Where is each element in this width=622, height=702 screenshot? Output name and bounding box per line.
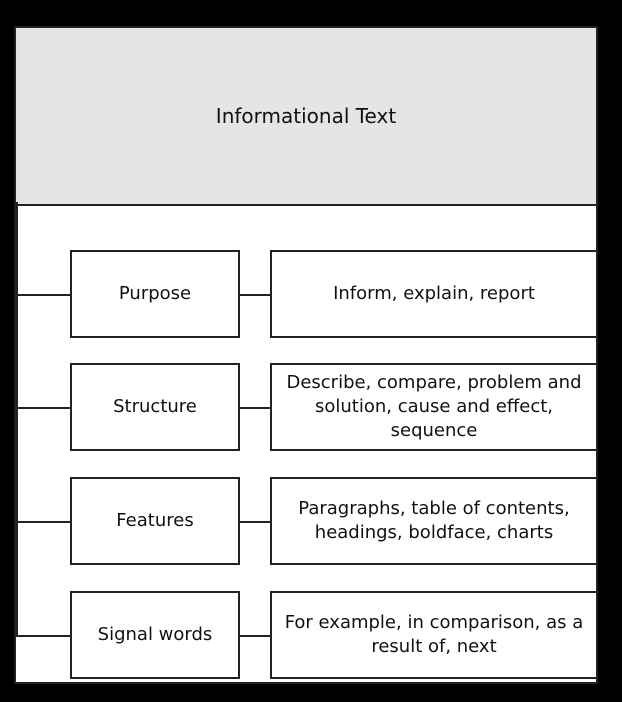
signal-words-description-box: For example, in comparison, as a result … xyxy=(270,591,598,679)
purpose-description-box: Inform, explain, report xyxy=(270,250,598,338)
structure-label-box: Structure xyxy=(70,363,240,451)
purpose-description: Inform, explain, report xyxy=(333,283,535,304)
connector-signal-words-right xyxy=(240,635,270,637)
features-label: Features xyxy=(116,510,194,531)
structure-description: Describe, compare, problem and solution,… xyxy=(286,372,582,441)
purpose-label-box: Purpose xyxy=(70,250,240,338)
connector-signal-words-left xyxy=(16,635,70,637)
connector-features-left xyxy=(16,521,70,523)
signal-words-label: Signal words xyxy=(97,624,213,645)
connector-structure-right xyxy=(240,407,270,409)
features-description: Paragraphs, table of contents, headings,… xyxy=(298,498,570,543)
diagram-frame: Informational Text xyxy=(14,26,598,684)
purpose-label: Purpose xyxy=(118,283,192,304)
connector-features-right xyxy=(240,521,270,523)
connector-purpose-right xyxy=(240,294,270,296)
connector-structure-left xyxy=(16,407,70,409)
signal-words-description: For example, in comparison, as a result … xyxy=(284,612,584,657)
trunk-line xyxy=(16,202,18,636)
connector-purpose-left xyxy=(16,294,70,296)
structure-label: Structure xyxy=(113,396,197,417)
signal-words-label-box: Signal words xyxy=(70,591,240,679)
features-label-box: Features xyxy=(70,477,240,565)
diagram-title: Informational Text xyxy=(16,28,596,206)
features-description-box: Paragraphs, table of contents, headings,… xyxy=(270,477,598,565)
structure-description-box: Describe, compare, problem and solution,… xyxy=(270,363,598,451)
